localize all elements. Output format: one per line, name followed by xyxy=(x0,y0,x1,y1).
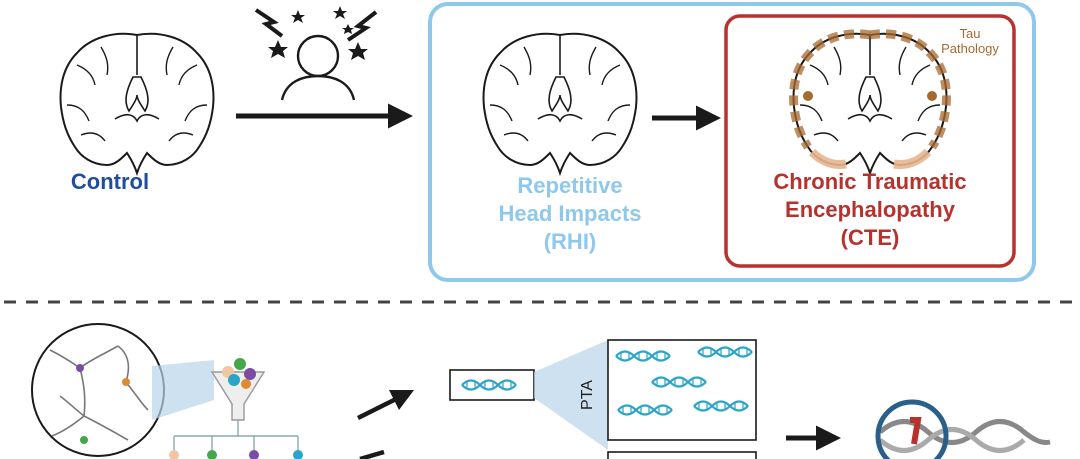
pta-wedge xyxy=(534,340,608,450)
cte-group-box xyxy=(724,14,1016,268)
lower-arrow xyxy=(359,449,385,459)
genome-target-icon xyxy=(875,399,1051,459)
rhi-brain-icon xyxy=(482,32,638,174)
lower-dna-box xyxy=(607,451,757,459)
pta-label: PTA xyxy=(579,380,596,410)
control-brain-icon xyxy=(59,32,215,174)
nuclei-sort-icon xyxy=(169,358,303,459)
control-label: Control xyxy=(70,169,150,194)
cte-brain-icon xyxy=(789,29,951,174)
rhi-group-box xyxy=(428,2,1036,282)
amplified-dna-box xyxy=(607,339,757,441)
zoom-wedge xyxy=(152,360,214,420)
neuron-icon xyxy=(31,323,165,457)
amplification-arrow xyxy=(356,389,415,421)
head-impact-icon xyxy=(254,6,378,101)
